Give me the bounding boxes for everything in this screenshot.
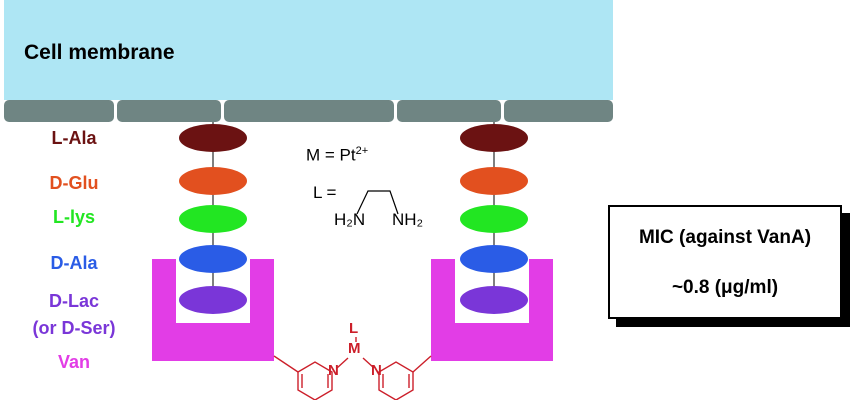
mic-value: ~0.8 (μg/ml) — [671, 277, 779, 298]
membrane-label: Cell membrane — [24, 41, 175, 64]
vancomycin-left — [152, 259, 274, 361]
membrane-anchors — [4, 100, 613, 122]
ligand-definition: L = — [313, 183, 337, 202]
pyridine-n-right: N — [371, 362, 382, 379]
anchor-block — [4, 100, 114, 122]
residue-l-lys — [460, 205, 528, 233]
pyridine-n-left: N — [328, 362, 339, 379]
ligand-nh2: NH₂ — [392, 210, 424, 229]
mic-title: MIC (against VanA) — [638, 227, 812, 248]
anchor-block — [117, 100, 221, 122]
anchor-block — [397, 100, 501, 122]
residue-label: D-Glu — [49, 173, 99, 193]
d-ser-label: (or D-Ser) — [32, 318, 116, 338]
residue-label: D-Ala — [50, 253, 98, 273]
residue-d-ala — [460, 245, 528, 273]
vancomycin-right — [431, 259, 553, 361]
anchor-block — [504, 100, 613, 122]
peptide-stack-right — [460, 124, 528, 314]
ethylenediamine-structure — [356, 190, 399, 215]
residue-d-glu — [179, 167, 247, 195]
van-label: Van — [57, 352, 91, 372]
residue-d-ala — [179, 245, 247, 273]
residue-label: L-Ala — [51, 128, 97, 148]
residue-label: L-lys — [52, 207, 95, 227]
metal-definition: M = Pt2+ — [306, 145, 369, 165]
bis-pyridine-linker — [273, 337, 432, 400]
residue-l-lys — [179, 205, 247, 233]
linker-metal-label: M — [348, 340, 361, 357]
mic-box: MIC (against VanA) ~0.8 (μg/ml) — [608, 205, 842, 319]
anchor-block — [224, 100, 394, 122]
ligand-h2n: H₂N — [334, 210, 366, 229]
linker-ligand-label: L — [349, 320, 359, 337]
residue-l-ala — [179, 124, 247, 152]
residue-l-ala — [460, 124, 528, 152]
residue-d-glu — [460, 167, 528, 195]
residue-d-lac — [179, 286, 247, 314]
residue-label: D-Lac — [48, 291, 99, 311]
cell-membrane: Cell membrane — [4, 0, 613, 100]
residue-d-lac — [460, 286, 528, 314]
peptide-stack-left — [179, 124, 247, 314]
